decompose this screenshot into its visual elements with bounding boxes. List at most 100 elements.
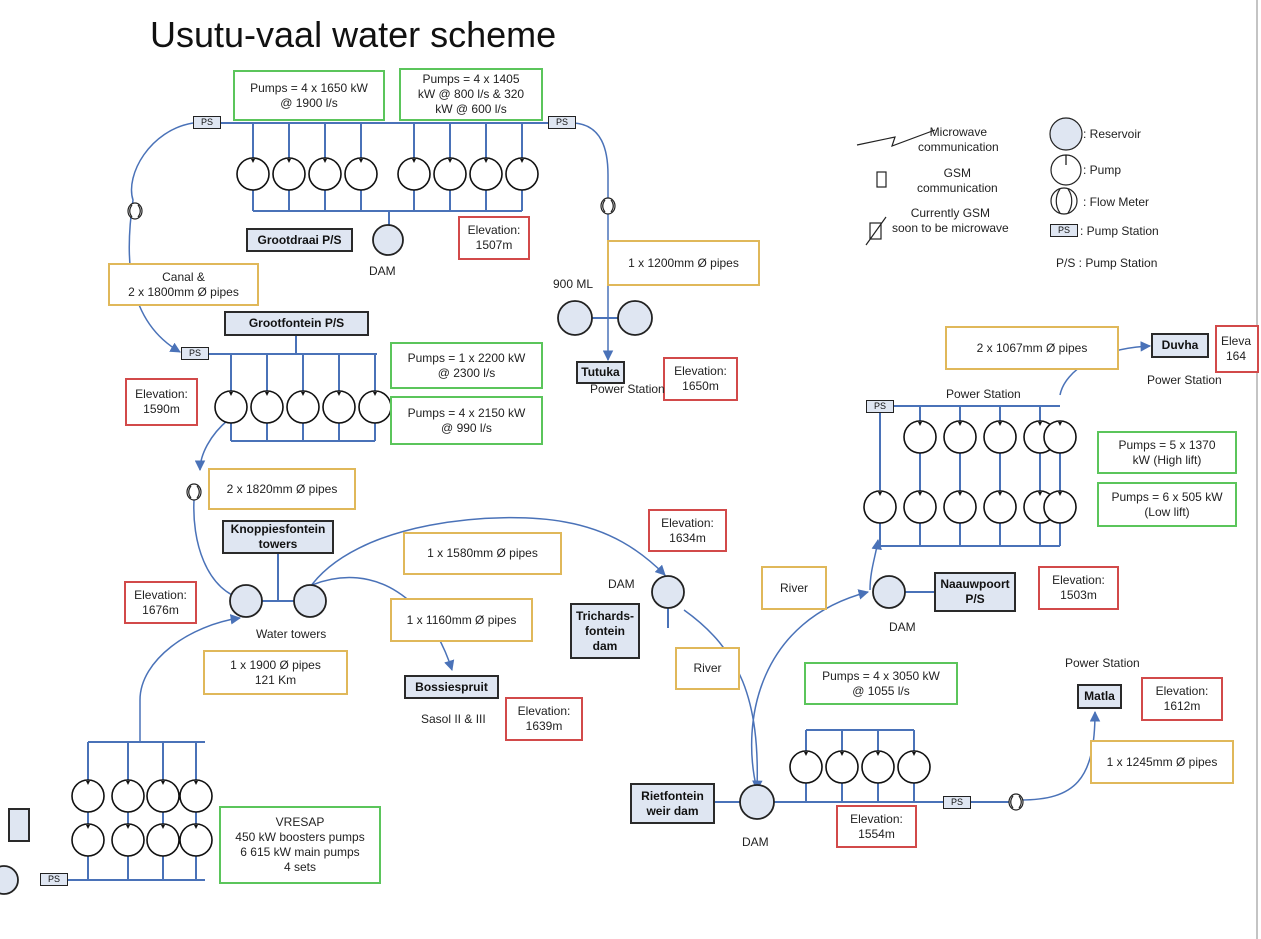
note-pipes-1200: 1 x 1200mm Ø pipes: [607, 240, 760, 286]
note-pumps-grootdraai-right: Pumps = 4 x 1405 kW @ 800 l/s & 320 kW @…: [399, 68, 543, 121]
pump-arrow-icon: [337, 392, 341, 396]
water-tower-2: [293, 584, 327, 618]
note-elevation-1612: Elevation: 1612m: [1141, 677, 1223, 721]
pump-icon: [344, 157, 378, 191]
station-knoppiesfontein: Knoppiesfontein towers: [222, 520, 334, 554]
label-dam-grootdraai: DAM: [369, 264, 396, 278]
flow-grootfontein-to-knoppies: [194, 419, 229, 472]
flow-meter-legend-icon: [1050, 187, 1078, 215]
ps-duvha: PS: [866, 400, 894, 413]
note-pumps-high-lift: Pumps = 5 x 1370 kW (High lift): [1097, 431, 1237, 474]
diagram-title: Usutu-vaal water scheme: [150, 14, 557, 55]
flow-meter-mark: [1010, 795, 1022, 809]
dam-trichardsfontein: [651, 575, 685, 609]
pump-icon: [897, 750, 931, 784]
note-pipes-1067: 2 x 1067mm Ø pipes: [945, 326, 1119, 370]
note-elevation-1507: Elevation: 1507m: [458, 216, 530, 260]
pump-icon: [71, 823, 105, 857]
label-dam-trichards: DAM: [608, 577, 635, 591]
pump-icon: [236, 157, 270, 191]
dam-rietfontein: [739, 784, 775, 820]
pump-icon: [179, 823, 213, 857]
pump-arrow-icon: [1038, 422, 1042, 426]
flow-vresap: [139, 614, 242, 742]
pump-icon: [146, 779, 180, 813]
note-elevation-1639: Elevation: 1639m: [505, 697, 583, 741]
label-power-station-matla: Power Station: [1065, 656, 1140, 670]
flow-meter-mark: [188, 485, 200, 499]
pump-icon: [1043, 420, 1077, 454]
pump-icon: [903, 420, 937, 454]
flow-grootdraai-to-tutuka: [573, 122, 614, 362]
flow-river-naauwpoort: [750, 589, 870, 791]
pump-icon: [825, 750, 859, 784]
pump-arrow-icon: [958, 492, 962, 496]
pump-arrow-icon: [229, 392, 233, 396]
pump-arrow-icon: [998, 422, 1002, 426]
gsm-icon: [876, 171, 887, 188]
flow-to-matla: [1019, 710, 1101, 801]
station-grootdraai: Grootdraai P/S: [246, 228, 353, 252]
station-trichardsfontein: Trichards- fontein dam: [570, 603, 640, 659]
pump-arrow-icon: [161, 825, 165, 829]
pump-icon: [903, 490, 937, 524]
legend-pump: : Pump: [1083, 163, 1122, 177]
label-dam-rietfontein: DAM: [742, 835, 769, 849]
pump-icon: [272, 157, 306, 191]
pump-arrow-icon: [251, 159, 255, 163]
label-900-ml: 900 ML: [553, 277, 594, 291]
label-power-station-duvha: Power Station: [1147, 373, 1222, 387]
note-pumps-low-lift: Pumps = 6 x 505 kW (Low lift): [1097, 482, 1237, 527]
legend-pump-station-icon: PS: [1050, 224, 1078, 237]
microwave-icon: [856, 129, 936, 147]
station-rietfontein: Rietfontein weir dam: [630, 783, 715, 824]
pump-arrow-icon: [194, 781, 198, 785]
pump-icon: [505, 157, 539, 191]
pump-arrow-icon: [1058, 492, 1062, 496]
pump-icon: [863, 490, 897, 524]
flow-meter-icon: [1008, 793, 1024, 811]
flow-meter-icon: [186, 483, 202, 501]
pump-icon: [983, 490, 1017, 524]
ps-matla: PS: [943, 796, 971, 809]
pump-arrow-icon: [265, 392, 269, 396]
pump-arrow-icon: [323, 159, 327, 163]
station-matla: Matla: [1077, 684, 1122, 709]
ps-grootdraai-west: PS: [193, 116, 221, 129]
station-duvha: Duvha: [1151, 333, 1209, 358]
pump-arrow-icon: [359, 159, 363, 163]
pump-icon: [214, 390, 248, 424]
pump-icon: [433, 157, 467, 191]
pump-arrow-icon: [840, 752, 844, 756]
station-naauwpoort: Naauwpoort P/S: [934, 572, 1016, 612]
pump-arrow-icon: [876, 752, 880, 756]
note-elevation-1590: Elevation: 1590m: [125, 378, 198, 426]
pump-arrow-icon: [194, 825, 198, 829]
note-pipes-1245: 1 x 1245mm Ø pipes: [1090, 740, 1234, 784]
reservoir-tutuka-2: [617, 300, 653, 336]
pump-arrow-icon: [412, 159, 416, 163]
pump-icon: [179, 779, 213, 813]
station-bossiespruit: Bossiespruit: [404, 675, 499, 699]
pump-arrow-icon: [520, 159, 524, 163]
pump-arrow-icon: [998, 492, 1002, 496]
reservoir-vresap-partial: [0, 865, 19, 895]
legend-flow-meter: : Flow Meter: [1083, 195, 1150, 209]
note-elevation-1554: Elevation: 1554m: [836, 805, 917, 848]
pump-arrow-icon: [1058, 422, 1062, 426]
note-river-1: River: [761, 566, 827, 610]
flow-to-trichards: [307, 516, 666, 591]
legend-ps-abbrev: P/S : Pump Station: [1056, 256, 1158, 270]
pump-arrow-icon: [301, 392, 305, 396]
note-pumps-rietfontein: Pumps = 4 x 3050 kW @ 1055 l/s: [804, 662, 958, 705]
pump-icon: [286, 390, 320, 424]
flow-meter-mark: [602, 199, 614, 213]
flow-meter-icon: [127, 202, 143, 220]
pump-arrow-icon: [86, 825, 90, 829]
pump-arrow-icon: [86, 781, 90, 785]
pump-icon: [71, 779, 105, 813]
note-pumps-grootfontein-2: Pumps = 4 x 2150 kW @ 990 l/s: [390, 396, 543, 445]
note-pumps-grootfontein-1: Pumps = 1 x 2200 kW @ 2300 l/s: [390, 342, 543, 389]
note-elevation-1676: Elevation: 1676m: [124, 581, 197, 624]
